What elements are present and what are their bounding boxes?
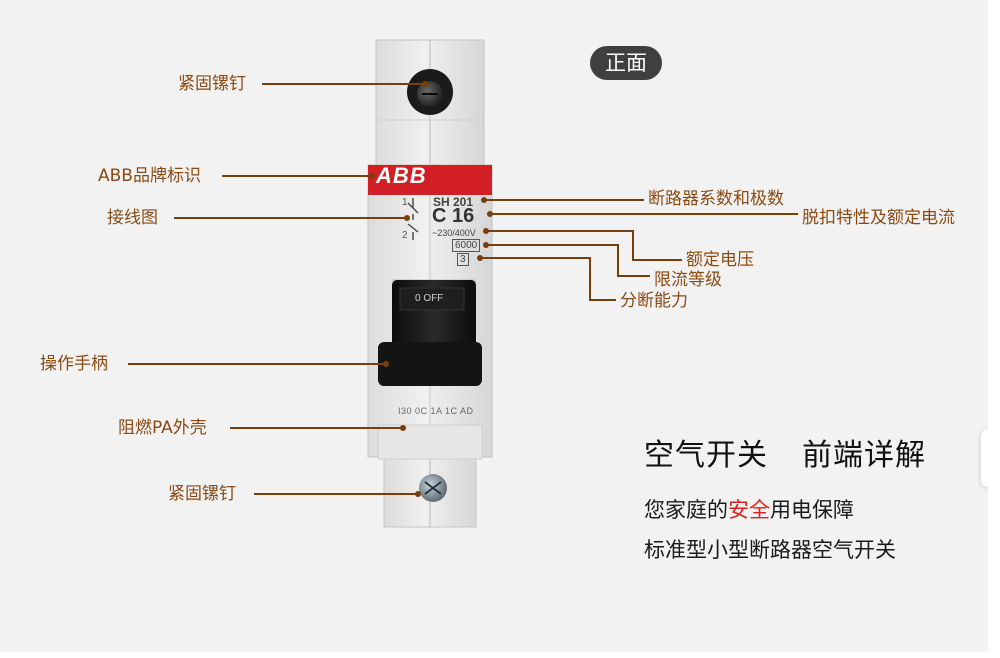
headline-part-2: 前端详解 — [802, 438, 926, 473]
label-screw-top: 紧固镙钉 — [178, 74, 246, 94]
abb-red-band — [368, 165, 492, 195]
label-trip: 脱扣特性及额定电流 — [802, 208, 955, 228]
label-breaking: 分断能力 — [620, 291, 688, 311]
label-wiring: 接线图 — [107, 208, 158, 228]
label-handle: 操作手柄 — [40, 354, 108, 374]
voltage-rating: ~230/400V — [432, 228, 476, 238]
leader-lines — [128, 83, 798, 495]
label-poles: 断路器系数和极数 — [648, 189, 784, 209]
wiring-diagram-symbol — [407, 198, 419, 240]
front-view-badge: 正面 — [590, 46, 662, 80]
label-housing: 阻燃PA外壳 — [118, 418, 207, 438]
bottom-edge-strip — [0, 652, 1000, 658]
current-rating: C 16 — [432, 205, 475, 227]
limiting-class-box: 3 — [457, 253, 469, 266]
label-limit: 限流等级 — [654, 270, 722, 290]
headline: 空气开关前端详解 — [644, 430, 926, 474]
subline-product: 标准型小型断路器空气开关 — [644, 538, 896, 562]
certification-marks: I30 0C 1A 1C AD — [398, 406, 474, 416]
right-edge-strip — [988, 0, 1000, 658]
label-brand: ABB品牌标识 — [98, 166, 201, 186]
subline-after: 用电保障 — [770, 498, 854, 522]
terminal-2-mark: 2 — [402, 230, 408, 241]
model-number: SH 201 — [433, 195, 474, 209]
headline-part-1: 空气开关 — [644, 438, 768, 473]
subline-highlight: 安全 — [728, 498, 770, 522]
handle-off-mark: 0 OFF — [415, 293, 444, 304]
label-voltage: 额定电压 — [686, 250, 754, 270]
leader-dots — [369, 81, 493, 497]
breaking-capacity-box: 6000 — [452, 239, 481, 252]
subline-safety: 您家庭的安全用电保障 — [644, 494, 854, 524]
terminal-1-mark: 1 — [402, 197, 408, 208]
label-screw-bottom: 紧固镙钉 — [168, 484, 236, 504]
subline-before: 您家庭的 — [644, 498, 728, 522]
abb-logo: ABB — [376, 163, 427, 188]
